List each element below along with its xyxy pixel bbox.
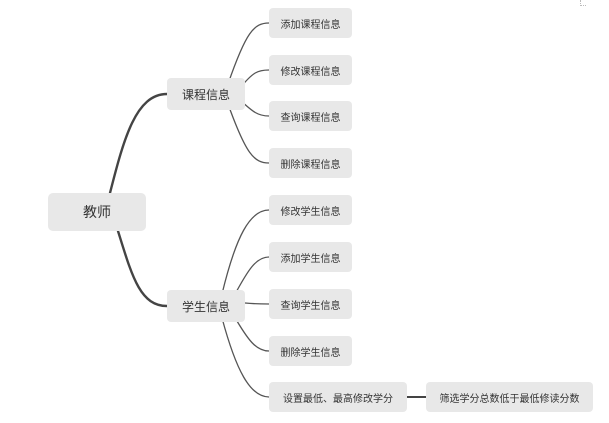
leaf-node-delete-course[interactable]: 删除课程信息 — [269, 148, 352, 178]
leaf-node-set-credit-limits[interactable]: 设置最低、最高修改学分 — [269, 382, 407, 412]
branch-node-course-info[interactable]: 课程信息 — [167, 78, 245, 110]
leaf-node-query-course[interactable]: 查询课程信息 — [269, 101, 352, 131]
leaf-node-modify-course[interactable]: 修改课程信息 — [269, 55, 352, 85]
leaf-node-query-student[interactable]: 查询学生信息 — [269, 289, 352, 319]
root-node[interactable]: 教师 — [48, 193, 146, 231]
leaf-node-delete-student[interactable]: 删除学生信息 — [269, 336, 352, 366]
connector-student-modify — [221, 209, 270, 295]
connector-root-student — [116, 229, 169, 308]
connector-course-add — [227, 22, 270, 85]
sub-node-filter-low-credits[interactable]: 筛选学分总数低于最低修读分数 — [426, 382, 593, 412]
connector-student-credits — [221, 317, 270, 398]
leaf-node-modify-student[interactable]: 修改学生信息 — [269, 195, 352, 225]
leaf-node-add-student[interactable]: 添加学生信息 — [269, 242, 352, 272]
connector-root-course — [108, 92, 169, 195]
corner-mark — [580, 0, 586, 6]
connector-student-query — [244, 302, 270, 305]
leaf-node-add-course[interactable]: 添加课程信息 — [269, 8, 352, 38]
connector-course-delete — [227, 103, 270, 164]
branch-node-student-info[interactable]: 学生信息 — [167, 290, 245, 322]
connector-student-add — [233, 256, 270, 297]
